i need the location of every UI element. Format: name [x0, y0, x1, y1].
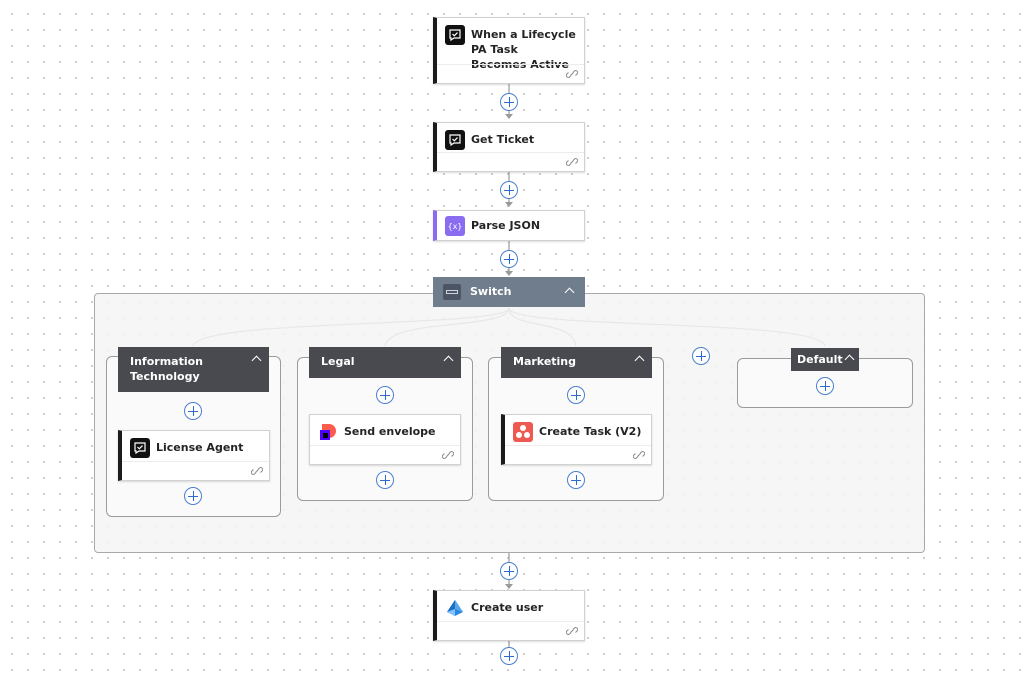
trigger-card[interactable]: When a Lifecycle PA Task Becomes Active — [433, 17, 585, 84]
azure-ad-icon — [445, 598, 465, 618]
collapse-chevron-icon[interactable] — [443, 355, 454, 366]
link-icon — [566, 627, 578, 635]
add-case-button[interactable] — [692, 347, 710, 365]
case-header-marketing[interactable]: Marketing — [501, 347, 652, 378]
link-icon — [566, 70, 578, 78]
get-ticket-card[interactable]: Get Ticket — [433, 122, 585, 172]
task-checkmark-icon — [130, 438, 150, 458]
link-icon — [566, 158, 578, 166]
send-envelope-card[interactable]: Send envelope — [309, 414, 461, 465]
add-step-button[interactable] — [500, 93, 518, 111]
create-user-card[interactable]: Create user — [433, 590, 585, 641]
link-icon — [442, 451, 454, 459]
create-task-title: Create Task (V2) — [539, 425, 642, 438]
create-user-title: Create user — [471, 601, 544, 614]
task-checkmark-icon — [445, 130, 465, 150]
add-step-button[interactable] — [567, 471, 585, 489]
add-step-button[interactable] — [500, 647, 518, 665]
case-header-legal[interactable]: Legal — [309, 347, 461, 378]
add-step-button[interactable] — [376, 386, 394, 404]
collapse-chevron-icon[interactable] — [634, 355, 645, 366]
case-header-default[interactable]: Default — [791, 348, 859, 371]
case-title: Information Technology — [130, 355, 203, 383]
parse-json-title: Parse JSON — [471, 219, 541, 232]
add-step-button[interactable] — [500, 181, 518, 199]
add-step-button[interactable] — [184, 487, 202, 505]
collapse-chevron-icon[interactable] — [564, 287, 575, 298]
task-checkmark-icon — [445, 25, 465, 45]
add-step-button[interactable] — [567, 386, 585, 404]
switch-icon — [443, 284, 461, 300]
docusign-icon — [318, 422, 338, 442]
braces-variable-icon: {x} — [445, 216, 465, 236]
add-step-button[interactable] — [816, 377, 834, 395]
switch-title: Switch — [470, 285, 512, 298]
asana-icon — [513, 422, 533, 442]
add-step-button[interactable] — [184, 402, 202, 420]
case-header-information-technology[interactable]: Information Technology — [118, 347, 269, 392]
collapse-chevron-icon[interactable] — [251, 355, 262, 366]
case-title: Marketing — [513, 355, 577, 368]
parse-json-card[interactable]: {x} Parse JSON — [433, 210, 585, 241]
add-step-button[interactable] — [500, 250, 518, 268]
add-step-button[interactable] — [376, 471, 394, 489]
link-icon — [633, 451, 645, 459]
link-icon — [251, 467, 263, 475]
create-task-card[interactable]: Create Task (V2) — [501, 414, 652, 465]
case-title: Default — [797, 353, 843, 366]
case-title: Legal — [321, 355, 355, 368]
add-step-button[interactable] — [500, 562, 518, 580]
get-ticket-title: Get Ticket — [471, 133, 535, 146]
send-envelope-title: Send envelope — [344, 425, 436, 438]
collapse-chevron-icon[interactable] — [844, 354, 855, 365]
license-agent-card[interactable]: License Agent — [118, 430, 270, 481]
switch-header[interactable]: Switch — [433, 277, 585, 307]
license-agent-title: License Agent — [156, 441, 244, 454]
